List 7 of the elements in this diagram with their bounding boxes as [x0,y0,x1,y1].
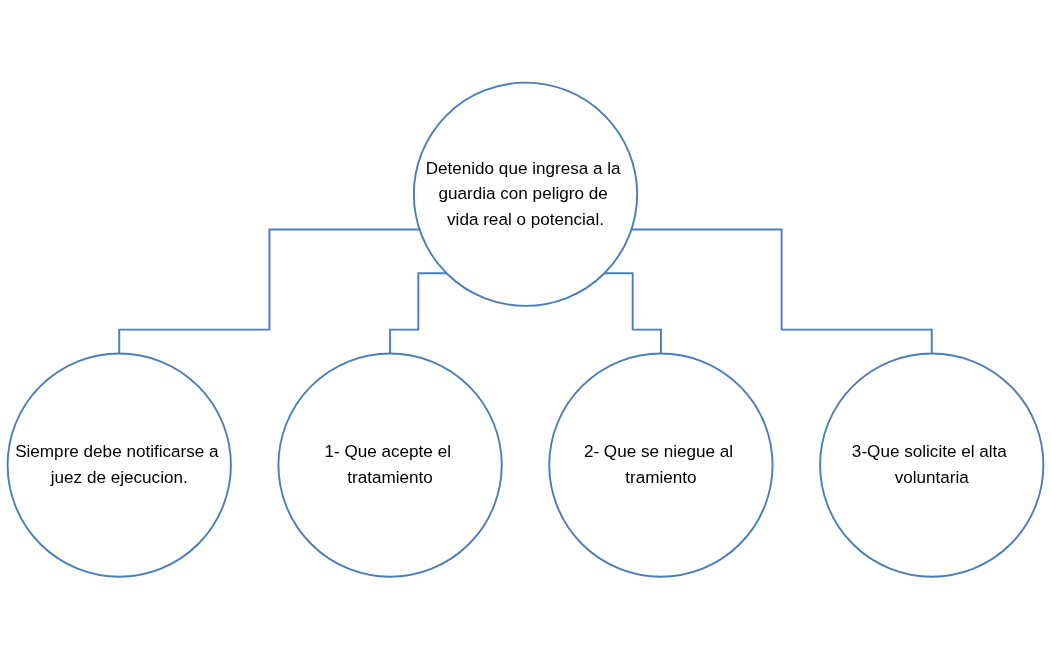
connector [630,228,933,355]
node-circle: 2- Que se niegue al tramiento [548,352,774,579]
node-circle: Siempre debe notificarse a juez de ejecucion. [6,352,232,579]
node-circle: 1- Que acepte el tratamiento [277,352,503,579]
connector [389,272,448,355]
node-circle: Detenido que ingresa a la guardia con peligro de vida real o potencial. [412,82,639,308]
node-circle: 3-Que solicite el alta voluntaria [819,352,1045,579]
